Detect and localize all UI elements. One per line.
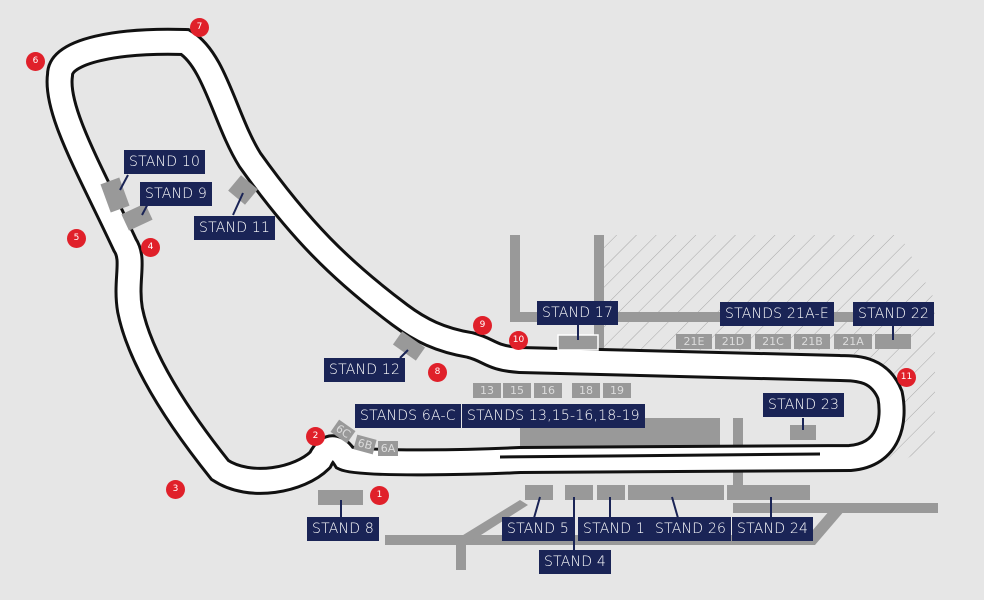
turn-marker-7: 7 bbox=[190, 18, 209, 37]
leader-lines bbox=[119, 174, 894, 550]
stand-block-6a[interactable]: 6A bbox=[378, 441, 398, 456]
turn-marker-11: 11 bbox=[897, 368, 916, 387]
stands-21a-e-label[interactable]: STANDS 21A-E bbox=[720, 302, 834, 326]
turn-marker-9: 9 bbox=[473, 316, 492, 335]
stand-blocks bbox=[100, 175, 911, 505]
turn-marker-6: 6 bbox=[26, 52, 45, 71]
stand-24-label[interactable]: STAND 24 bbox=[732, 517, 814, 541]
stand-block-21c[interactable]: 21C bbox=[755, 334, 791, 349]
stand-block-21e[interactable]: 21E bbox=[676, 334, 712, 349]
stand-12-label[interactable]: STAND 12 bbox=[324, 358, 406, 382]
stand-11-label[interactable]: STAND 11 bbox=[194, 216, 276, 240]
race-track bbox=[45, 27, 906, 495]
stand-22-label[interactable]: STAND 22 bbox=[853, 302, 935, 326]
stand-4-label[interactable]: STAND 4 bbox=[539, 550, 611, 574]
stand-1-label[interactable]: STAND 1 bbox=[578, 517, 650, 541]
turn-marker-4: 4 bbox=[141, 238, 160, 257]
turn-marker-8: 8 bbox=[428, 363, 447, 382]
stand-block-21b[interactable]: 21B bbox=[794, 334, 830, 349]
stand-5-label[interactable]: STAND 5 bbox=[502, 517, 574, 541]
stand-8-label[interactable]: STAND 8 bbox=[307, 517, 379, 541]
stand-23-label[interactable]: STAND 23 bbox=[763, 393, 845, 417]
stand-block-18[interactable]: 18 bbox=[572, 383, 600, 398]
stand-9-label[interactable]: STAND 9 bbox=[140, 182, 212, 206]
stand-block-19[interactable]: 19 bbox=[603, 383, 631, 398]
stand-10-label[interactable]: STAND 10 bbox=[124, 150, 206, 174]
turn-marker-10: 10 bbox=[509, 331, 528, 350]
stand-block-15[interactable]: 15 bbox=[503, 383, 531, 398]
turn-marker-1: 1 bbox=[370, 486, 389, 505]
turn-marker-5: 5 bbox=[67, 229, 86, 248]
stand-block-21a[interactable]: 21A bbox=[834, 334, 872, 349]
hatched-area bbox=[600, 235, 935, 470]
stand-26-label[interactable]: STAND 26 bbox=[650, 517, 732, 541]
stand-block-13[interactable]: 13 bbox=[473, 383, 501, 398]
stand-block-21d[interactable]: 21D bbox=[715, 334, 751, 349]
turn-marker-2: 2 bbox=[306, 427, 325, 446]
stand-block-16[interactable]: 16 bbox=[534, 383, 562, 398]
stand-17-label[interactable]: STAND 17 bbox=[537, 301, 619, 325]
stands-6a-c-label[interactable]: STANDS 6A-C bbox=[355, 404, 461, 428]
stands-13-19-label[interactable]: STANDS 13,15-16,18-19 bbox=[462, 404, 645, 428]
turn-marker-3: 3 bbox=[166, 480, 185, 499]
